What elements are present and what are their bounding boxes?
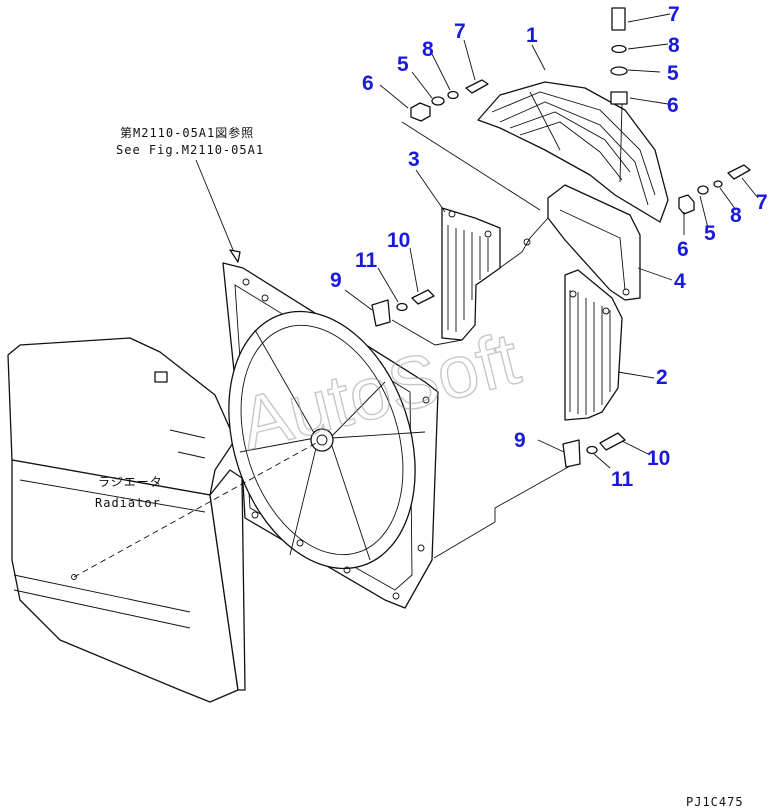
callout-7-left: 7 xyxy=(454,20,466,43)
callout-8-right: 8 xyxy=(730,204,742,227)
callout-7-top: 7 xyxy=(668,3,680,26)
washer-5-left xyxy=(431,96,445,106)
bolt-7-right xyxy=(727,164,751,180)
callout-10-upper: 10 xyxy=(387,229,410,252)
radiator-label-english: Radiator xyxy=(95,496,161,510)
upper-fan-guard xyxy=(477,81,669,223)
reference-note: 第M2110-05A1図参照 See Fig.M2110-05A1 xyxy=(116,125,264,157)
hardware xyxy=(371,7,751,468)
right-screen-plate xyxy=(564,269,623,421)
radiator xyxy=(7,337,246,703)
clamp-9-lower xyxy=(562,439,581,468)
left-screen-plate xyxy=(441,207,501,341)
callout-10-lower: 10 xyxy=(647,447,670,470)
callouts: 1 2 3 4 5 5 5 6 6 6 7 7 7 8 8 8 9 9 10 1… xyxy=(330,3,768,491)
callout-2: 2 xyxy=(656,366,668,389)
callout-11-lower: 11 xyxy=(611,468,634,491)
nut-6-left xyxy=(410,102,431,122)
callout-11-upper: 11 xyxy=(355,249,378,272)
washer-8-top xyxy=(611,44,627,54)
callout-5-left: 5 xyxy=(397,53,409,76)
fan-shroud xyxy=(222,262,439,609)
bolt-7-top xyxy=(611,7,626,31)
callout-9-upper: 9 xyxy=(330,269,342,292)
callout-6-top: 6 xyxy=(667,94,679,117)
side-bracket xyxy=(475,184,641,301)
washer-8-right xyxy=(713,180,723,188)
washer-11-upper xyxy=(396,302,408,312)
radiator-label: ラジエータ Radiator xyxy=(95,475,163,510)
reference-note-english: See Fig.M2110-05A1 xyxy=(116,143,264,157)
callout-7-right: 7 xyxy=(756,191,768,214)
figure-code: PJ1C475 xyxy=(686,795,744,809)
callout-8-left: 8 xyxy=(422,38,434,61)
bolt-10-upper xyxy=(411,289,435,305)
washer-8-left xyxy=(447,90,459,100)
washer-5-top xyxy=(610,66,628,76)
callout-9-lower: 9 xyxy=(514,429,526,452)
washer-11-lower xyxy=(586,445,598,455)
nut-6-top xyxy=(610,91,628,105)
reference-note-japanese: 第M2110-05A1図参照 xyxy=(120,125,254,140)
callout-5-right: 5 xyxy=(704,222,716,245)
callout-1: 1 xyxy=(526,24,538,47)
callout-8-top: 8 xyxy=(668,34,680,57)
callout-5-top: 5 xyxy=(667,62,679,85)
radiator-label-japanese: ラジエータ xyxy=(98,475,163,489)
bolt-7-left xyxy=(465,79,489,94)
callout-3: 3 xyxy=(408,148,420,171)
clamp-9-upper xyxy=(371,299,391,327)
callout-4: 4 xyxy=(674,270,686,293)
bolt-10-lower xyxy=(599,432,626,451)
washer-5-right xyxy=(697,185,709,195)
leader-lines xyxy=(71,13,759,580)
callout-6-left: 6 xyxy=(362,72,374,95)
callout-6-right: 6 xyxy=(677,238,689,261)
nut-6-right xyxy=(678,194,695,215)
